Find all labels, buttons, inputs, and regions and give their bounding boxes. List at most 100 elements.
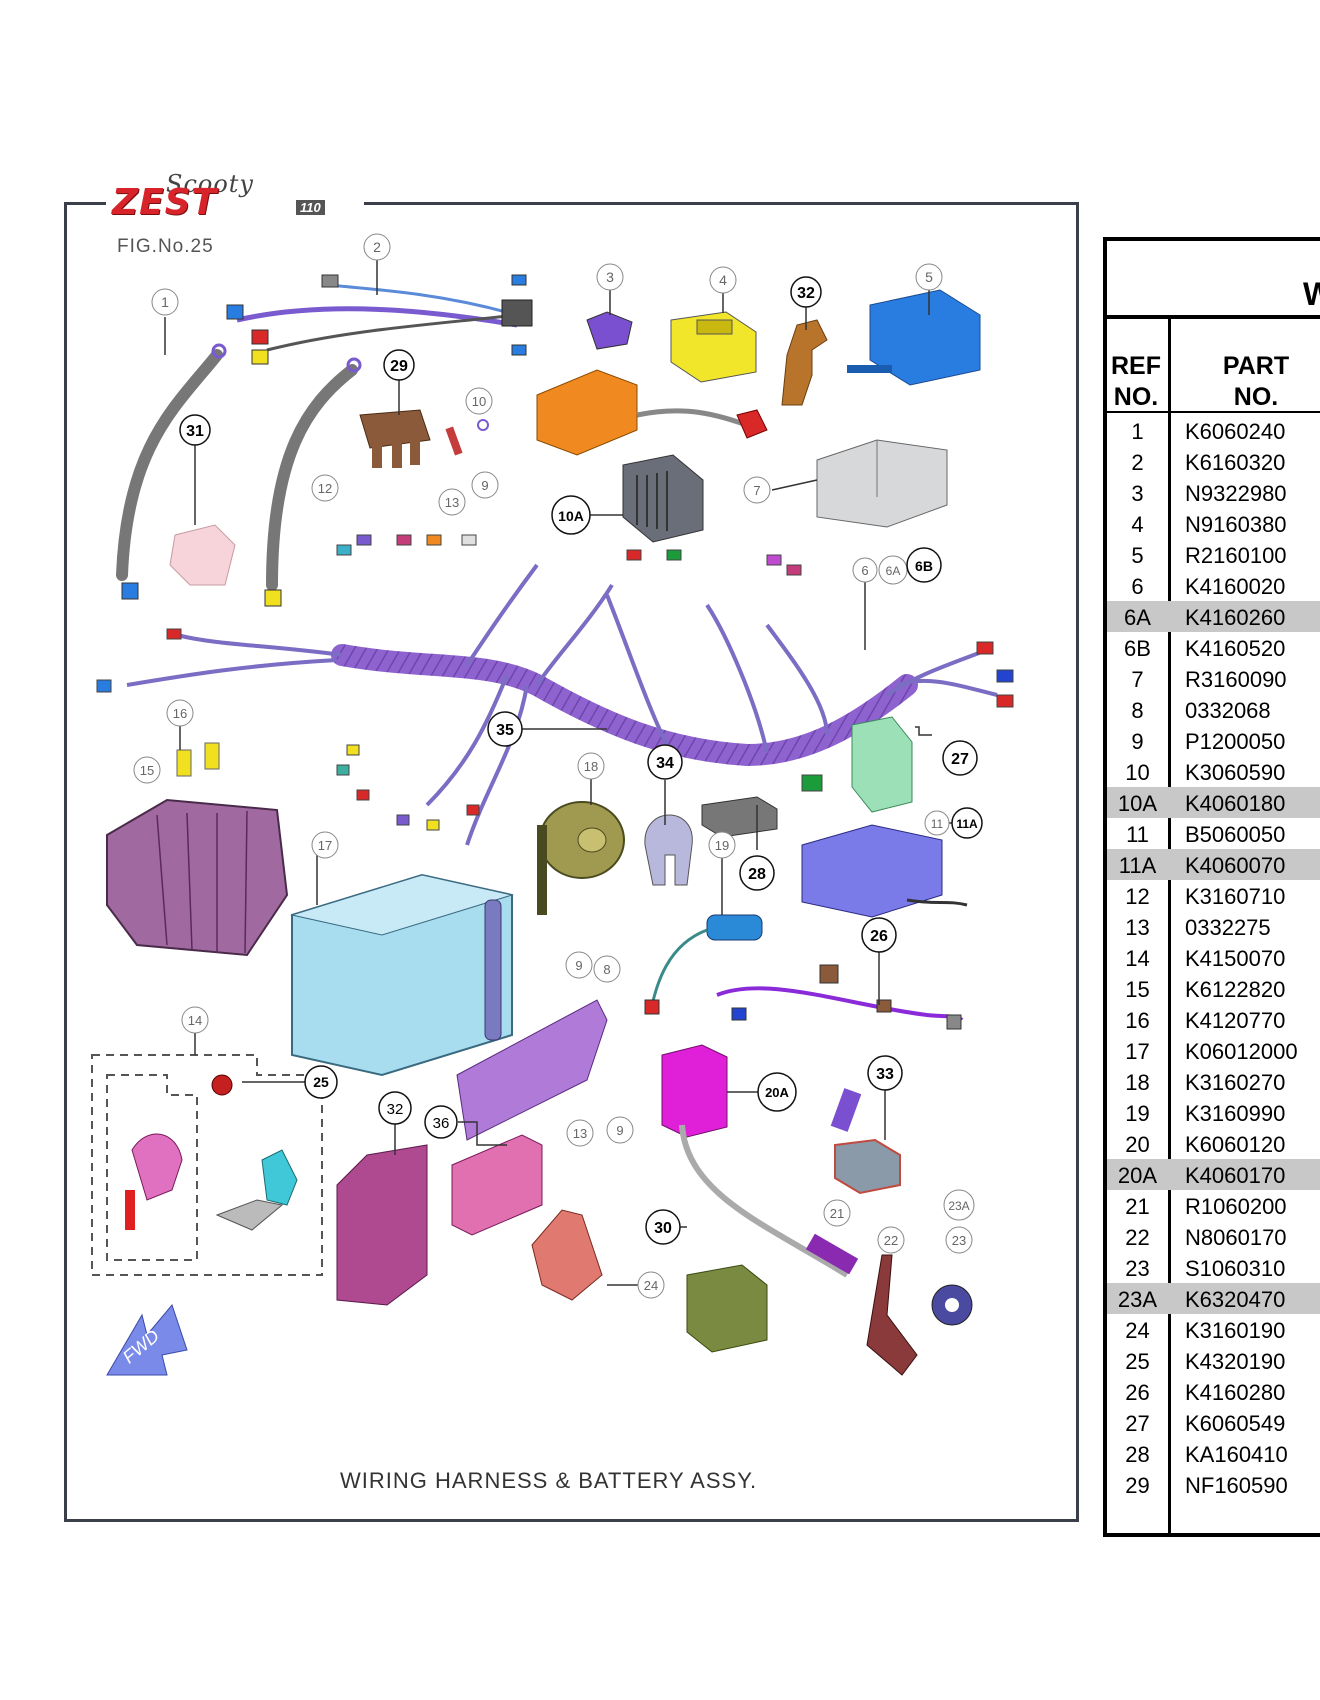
part-no-cell: K6320470 — [1185, 1287, 1286, 1312]
ref-no-cell: 21 — [1125, 1194, 1150, 1219]
table-row: 23 S1060310 — [1107, 1252, 1320, 1283]
svg-text:16: 16 — [173, 706, 187, 721]
svg-text:19: 19 — [715, 838, 729, 853]
callout-22: 22 — [877, 1226, 905, 1254]
callout-15: 15 — [133, 756, 161, 784]
part-no-cell: K6060120 — [1185, 1132, 1286, 1157]
part-no-cell: N9160380 — [1185, 512, 1287, 537]
logo-main: ZEST — [112, 182, 218, 223]
callout-6: 6 — [852, 557, 878, 583]
part-no-cell: NF160590 — [1185, 1473, 1288, 1498]
callout-2: 2 — [363, 233, 391, 261]
part-7-box — [816, 439, 948, 528]
callout-36: 36 — [424, 1105, 458, 1139]
ref-no-cell: 29 — [1125, 1473, 1150, 1498]
ref-no-cell: 20 — [1125, 1132, 1150, 1157]
part-no-cell: S1060310 — [1185, 1256, 1286, 1281]
ref-no-cell: 15 — [1125, 977, 1150, 1002]
brand-logo: Scooty ZEST 110 — [106, 170, 364, 224]
part-31-grommet — [169, 524, 236, 586]
header-underline — [1107, 411, 1320, 413]
callout-10: 10 — [465, 387, 493, 415]
svg-text:23A: 23A — [948, 1199, 969, 1213]
callout-13a: 13 — [438, 488, 466, 516]
svg-text:20A: 20A — [765, 1085, 789, 1100]
svg-text:13: 13 — [573, 1126, 587, 1141]
part-no-cell: K4160260 — [1185, 605, 1286, 630]
part-3-relay — [586, 311, 633, 350]
header-part-no: PART NO. — [1222, 352, 1290, 411]
part-32-bracket — [336, 1144, 428, 1306]
callout-26: 26 — [861, 917, 897, 953]
svg-text:11: 11 — [931, 817, 944, 831]
svg-text:12: 12 — [318, 481, 332, 496]
part-21-cap — [805, 1233, 859, 1275]
callout-6b: 6B — [906, 547, 942, 583]
svg-text:9: 9 — [616, 1123, 623, 1138]
part-32-bracket-top — [781, 319, 828, 406]
part-27-module — [851, 716, 913, 813]
part-no-cell: R1060200 — [1185, 1194, 1287, 1219]
svg-text:8: 8 — [603, 962, 610, 977]
ref-no-cell: 23 — [1125, 1256, 1150, 1281]
column-rule — [1168, 315, 1171, 1537]
part-13-bolt — [445, 426, 463, 456]
battery-spacer — [484, 899, 502, 1041]
part-no-cell: K6060240 — [1185, 419, 1286, 444]
part-11-ecu — [801, 824, 968, 918]
part-19-socket — [644, 914, 763, 1015]
callout-27: 27 — [942, 740, 978, 776]
callout-17: 17 — [311, 831, 339, 859]
callout-32a: 32 — [790, 276, 822, 308]
part-no-cell: K4150070 — [1185, 946, 1286, 971]
cable-12 — [264, 357, 362, 607]
svg-text:29: 29 — [390, 358, 408, 375]
part-no-cell: R2160100 — [1185, 543, 1287, 568]
callout-18: 18 — [577, 752, 605, 780]
ref-no-cell: 26 — [1125, 1380, 1150, 1405]
svg-text:15: 15 — [140, 763, 154, 778]
ref-no-cell: 27 — [1125, 1411, 1150, 1436]
svg-text:7: 7 — [753, 483, 760, 498]
part-no-cell: K4160020 — [1185, 574, 1286, 599]
callout-21: 21 — [823, 1199, 851, 1227]
callout-31: 31 — [179, 414, 211, 446]
callouts: 1 2 3 4 5 32 29 31 10 13 9 12 10A 7 6 6A… — [133, 233, 983, 1299]
svg-text:22: 22 — [884, 1233, 898, 1248]
ref-no-cell: 20A — [1117, 1163, 1158, 1188]
part-no-cell: K4060180 — [1185, 791, 1286, 816]
ref-no-cell: 12 — [1125, 884, 1150, 909]
callout-23: 23 — [945, 1226, 973, 1254]
svg-text:21: 21 — [830, 1206, 844, 1221]
main-harness — [96, 534, 1014, 846]
svg-text:3: 3 — [606, 269, 614, 285]
callout-25: 25 — [304, 1065, 338, 1099]
part-17-battery — [290, 873, 514, 1077]
callout-9c: 9 — [606, 1116, 634, 1144]
callout-35: 35 — [487, 711, 523, 747]
svg-text:24: 24 — [644, 1278, 658, 1293]
part-14-lock-set — [91, 1054, 323, 1276]
ref-no-cell: 6B — [1124, 636, 1151, 661]
ref-no-cell: 16 — [1125, 1008, 1150, 1033]
ref-no-cell: 13 — [1125, 915, 1150, 940]
ref-no-cell: 8 — [1131, 698, 1144, 723]
fwd-arrow: FWD — [106, 1303, 188, 1376]
ref-no-cell: 5 — [1131, 543, 1144, 568]
part-30-cover — [686, 1264, 768, 1353]
callout-13b: 13 — [566, 1119, 594, 1147]
svg-text:18: 18 — [584, 759, 598, 774]
callout-3: 3 — [596, 263, 624, 291]
table-row: 20 K6060120 — [1107, 1128, 1320, 1159]
ref-no-cell: 7 — [1131, 667, 1144, 692]
